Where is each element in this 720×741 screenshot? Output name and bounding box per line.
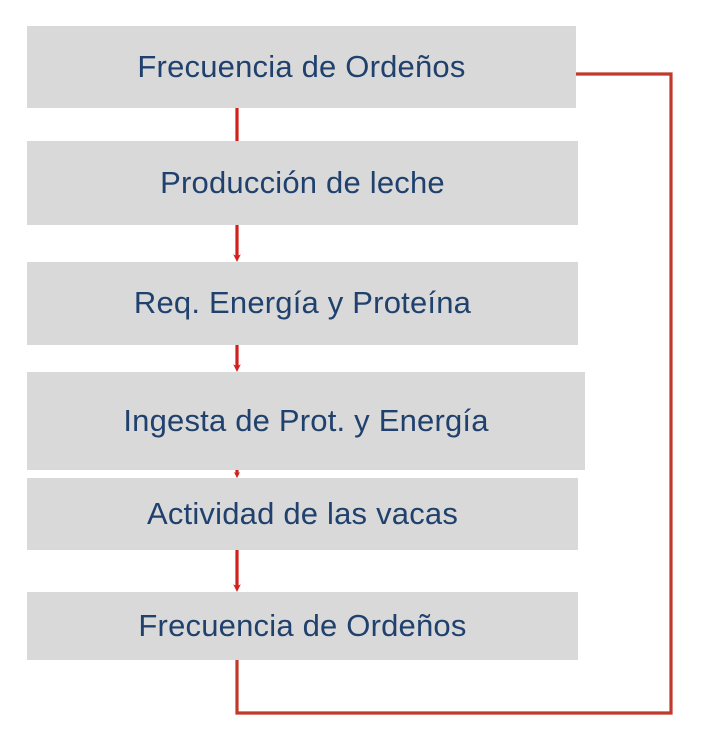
- node-produccion-de-leche[interactable]: Producción de leche: [27, 141, 578, 225]
- node-actividad-de-las-vacas[interactable]: Actividad de las vacas: [27, 478, 578, 550]
- node-frecuencia-de-ordenos-bottom[interactable]: Frecuencia de Ordeños: [27, 592, 578, 660]
- node-label: Req. Energía y Proteína: [133, 285, 472, 321]
- node-frecuencia-de-ordenos-top[interactable]: Frecuencia de Ordeños: [27, 26, 576, 108]
- node-label: Ingesta de Prot. y Energía: [123, 402, 489, 438]
- node-label: Frecuencia de Ordeños: [137, 48, 466, 84]
- node-ingesta-de-prot-y-energia[interactable]: Ingesta de Prot. y Energía: [27, 372, 585, 470]
- node-label: Frecuencia de Ordeños: [138, 607, 467, 643]
- node-label: Producción de leche: [160, 164, 445, 200]
- node-req-energia-y-proteina[interactable]: Req. Energía y Proteína: [27, 262, 578, 345]
- node-label: Actividad de las vacas: [146, 495, 459, 531]
